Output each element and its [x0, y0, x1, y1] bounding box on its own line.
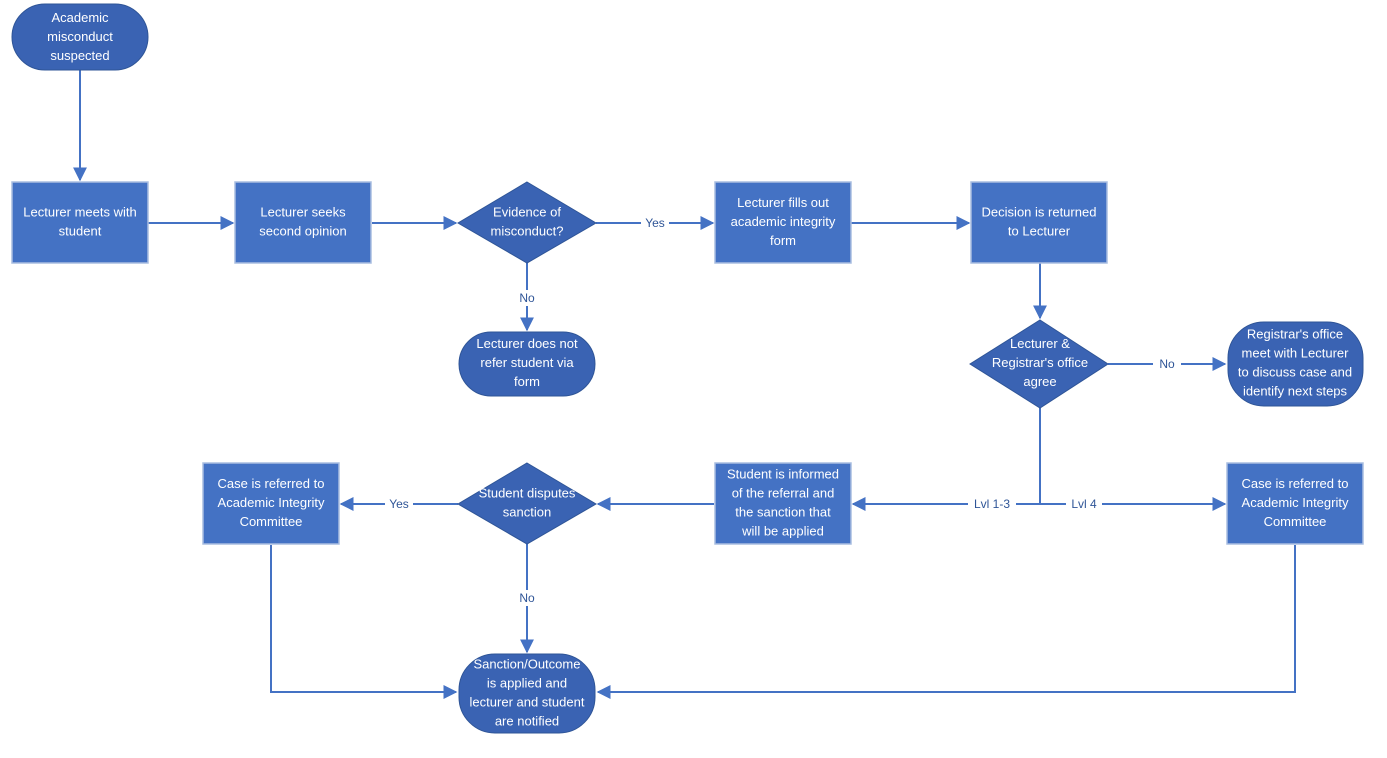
edge-label-lvl13: Lvl 1-3 — [968, 496, 1016, 512]
node-label-line: Lecturer does not — [476, 336, 578, 351]
node-start: Academic misconduct suspected — [11, 3, 149, 71]
node-student-informed: Student is informed of the referral and th… — [714, 462, 852, 545]
node-label-line: will be applied — [741, 524, 824, 539]
node-label-line: misconduct? — [491, 224, 564, 239]
node-label-line: refer student via — [480, 355, 574, 370]
node-second-opinion: Lecturer seeks second opinion — [234, 181, 372, 264]
node-label-line: agree — [1023, 374, 1056, 389]
node-label-line: Lecturer meets with — [23, 205, 136, 220]
node-label-line: is applied and — [487, 676, 567, 691]
node-label-line: student — [59, 224, 102, 239]
node-label-line: Registrar's office — [1247, 327, 1343, 342]
node-lecturer-meets-student: Lecturer meets with student — [11, 181, 149, 264]
node-label-line: identify next steps — [1243, 384, 1348, 399]
node-label-line: are notified — [495, 714, 559, 729]
edge-label-yes-evidence: Yes — [641, 214, 669, 230]
node-agree-decision: Lecturer & Registrar's office agree — [969, 319, 1109, 409]
node-label-line: second opinion — [259, 224, 346, 239]
node-label-line: the sanction that — [735, 505, 831, 520]
node-label-line: to discuss case and — [1238, 365, 1352, 380]
node-no-referral: Lecturer does not refer student via form — [458, 331, 596, 397]
node-label-line: form — [514, 374, 540, 389]
node-disputes-decision: Student disputes sanction — [457, 462, 597, 545]
node-evidence-decision: Evidence of misconduct? — [457, 181, 597, 264]
node-label-line: Committee — [1264, 514, 1327, 529]
node-label-line: suspected — [50, 48, 109, 63]
svg-text:No: No — [519, 591, 535, 605]
node-label-line: Lecturer & — [1010, 336, 1070, 351]
svg-text:No: No — [519, 291, 535, 305]
edge-label-no-disputes: No — [514, 590, 540, 606]
node-label-line: Case is referred to — [218, 476, 325, 491]
node-label-line: Lecturer seeks — [260, 205, 346, 220]
node-label-line: Registrar's office — [992, 355, 1088, 370]
node-label-line: form — [770, 233, 796, 248]
node-label-line: Student disputes — [479, 486, 576, 501]
node-fill-form: Lecturer fills out academic integrity form — [714, 181, 852, 264]
node-label-line: Sanction/Outcome — [474, 657, 581, 672]
node-label-line: misconduct — [47, 29, 113, 44]
edge-label-no-agree: No — [1153, 356, 1181, 372]
node-label-line: of the referral and — [732, 486, 835, 501]
node-label-line: Academic — [51, 10, 109, 25]
svg-text:No: No — [1159, 357, 1175, 371]
node-registrar-meeting: Registrar's office meet with Lecturer to d… — [1227, 321, 1364, 407]
edge-label-no-evidence: No — [514, 290, 540, 306]
svg-text:Lvl 1-3: Lvl 1-3 — [974, 497, 1010, 511]
node-label-line: Lecturer fills out — [737, 195, 829, 210]
svg-text:Lvl 4: Lvl 4 — [1071, 497, 1097, 511]
node-label-line: lecturer and student — [470, 695, 585, 710]
node-label-line: Student is informed — [727, 467, 839, 482]
node-label-line: to Lecturer — [1008, 224, 1071, 239]
edge-committee-left-to-outcome — [270, 545, 458, 699]
node-label-line: sanction — [503, 505, 551, 520]
node-label-line: Evidence of — [493, 205, 561, 220]
edge-committee-right-to-outcome — [596, 545, 1296, 699]
node-label-line: Academic Integrity — [218, 495, 325, 510]
node-label-line: meet with Lecturer — [1242, 346, 1350, 361]
node-label-line: Academic Integrity — [1242, 495, 1349, 510]
node-label-line: Committee — [240, 514, 303, 529]
node-label-line: academic integrity — [731, 214, 836, 229]
node-decision-returned: Decision is returned to Lecturer — [970, 181, 1108, 264]
edge-label-lvl4: Lvl 4 — [1066, 496, 1102, 512]
node-outcome: Sanction/Outcome is applied and lecturer a… — [458, 653, 596, 734]
edge-label-yes-disputes: Yes — [385, 496, 413, 512]
svg-text:Yes: Yes — [389, 497, 409, 511]
svg-text:Yes: Yes — [645, 216, 665, 230]
node-label-line: Decision is returned — [982, 205, 1097, 220]
node-label-line: Case is referred to — [1242, 476, 1349, 491]
